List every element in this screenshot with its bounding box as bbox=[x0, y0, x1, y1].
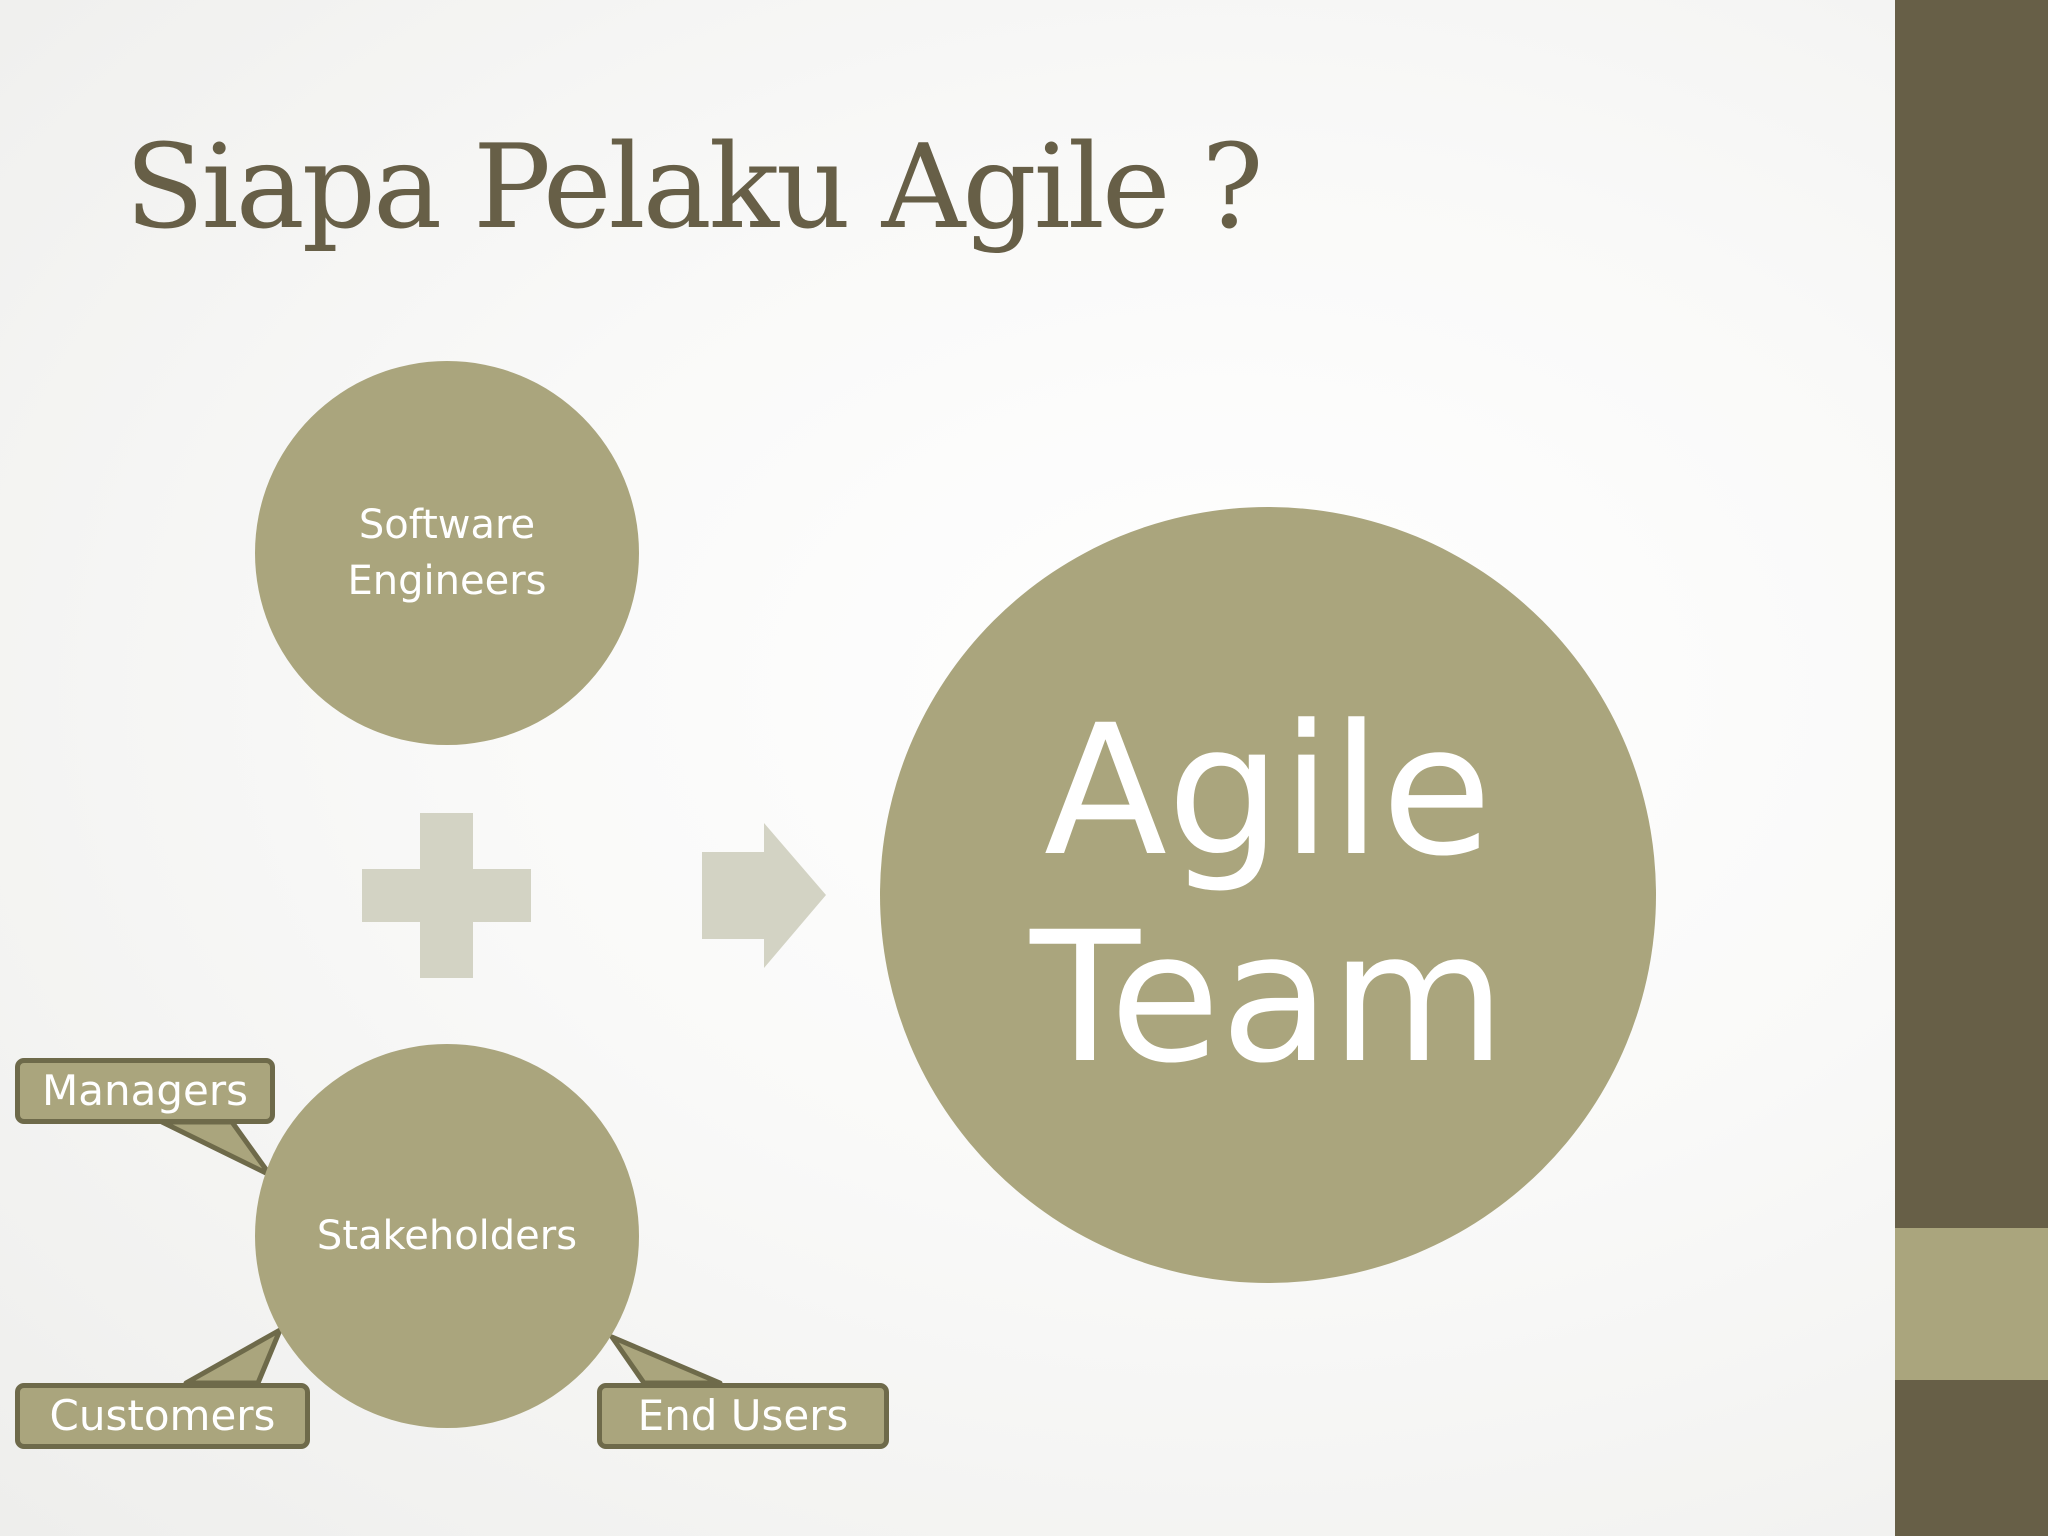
stakeholders-label: Stakeholders bbox=[316, 1213, 578, 1259]
callout-end-users: End Users bbox=[597, 1383, 889, 1449]
arrow-right-icon bbox=[702, 823, 826, 968]
callout-customers: Customers bbox=[15, 1383, 310, 1449]
end-users-callout-tail bbox=[609, 1334, 723, 1386]
slide-title: Siapa Pelaku Agile ? bbox=[125, 120, 1264, 255]
agile-team-label: Agile Team bbox=[1030, 687, 1506, 1103]
software-engineers-label: Software Engineers bbox=[347, 502, 547, 604]
callout-managers: Managers bbox=[15, 1058, 275, 1124]
circle-agile-team: Agile Team bbox=[880, 507, 1656, 1283]
customers-callout-tail bbox=[183, 1327, 283, 1386]
circle-stakeholders: Stakeholders bbox=[255, 1044, 639, 1428]
circle-software-engineers: Software Engineers bbox=[255, 361, 639, 745]
plus-icon bbox=[362, 813, 531, 978]
decorative-side-bar-accent bbox=[1895, 1228, 2048, 1380]
managers-callout-tail bbox=[159, 1119, 273, 1178]
